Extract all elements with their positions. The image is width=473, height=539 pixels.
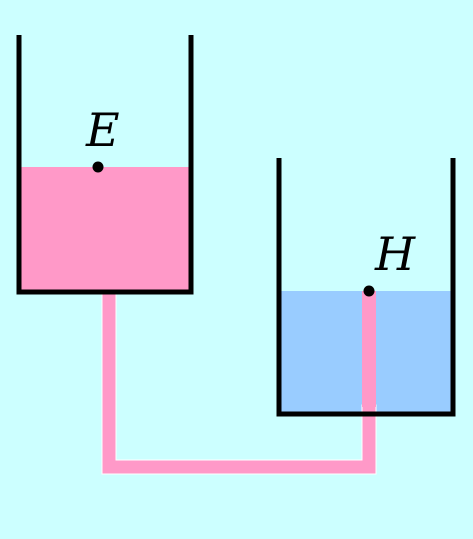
point-e-dot bbox=[92, 161, 104, 173]
point-h-dot bbox=[363, 285, 375, 297]
left-container-walls bbox=[16, 35, 194, 295]
connecting-tube bbox=[101, 290, 377, 475]
right-container-walls bbox=[276, 158, 456, 417]
tube-riser-in-right-container bbox=[362, 291, 376, 407]
left-container-pink-liquid bbox=[20, 167, 190, 291]
point-e-label: E bbox=[86, 103, 120, 157]
point-h-label: H bbox=[375, 227, 416, 281]
